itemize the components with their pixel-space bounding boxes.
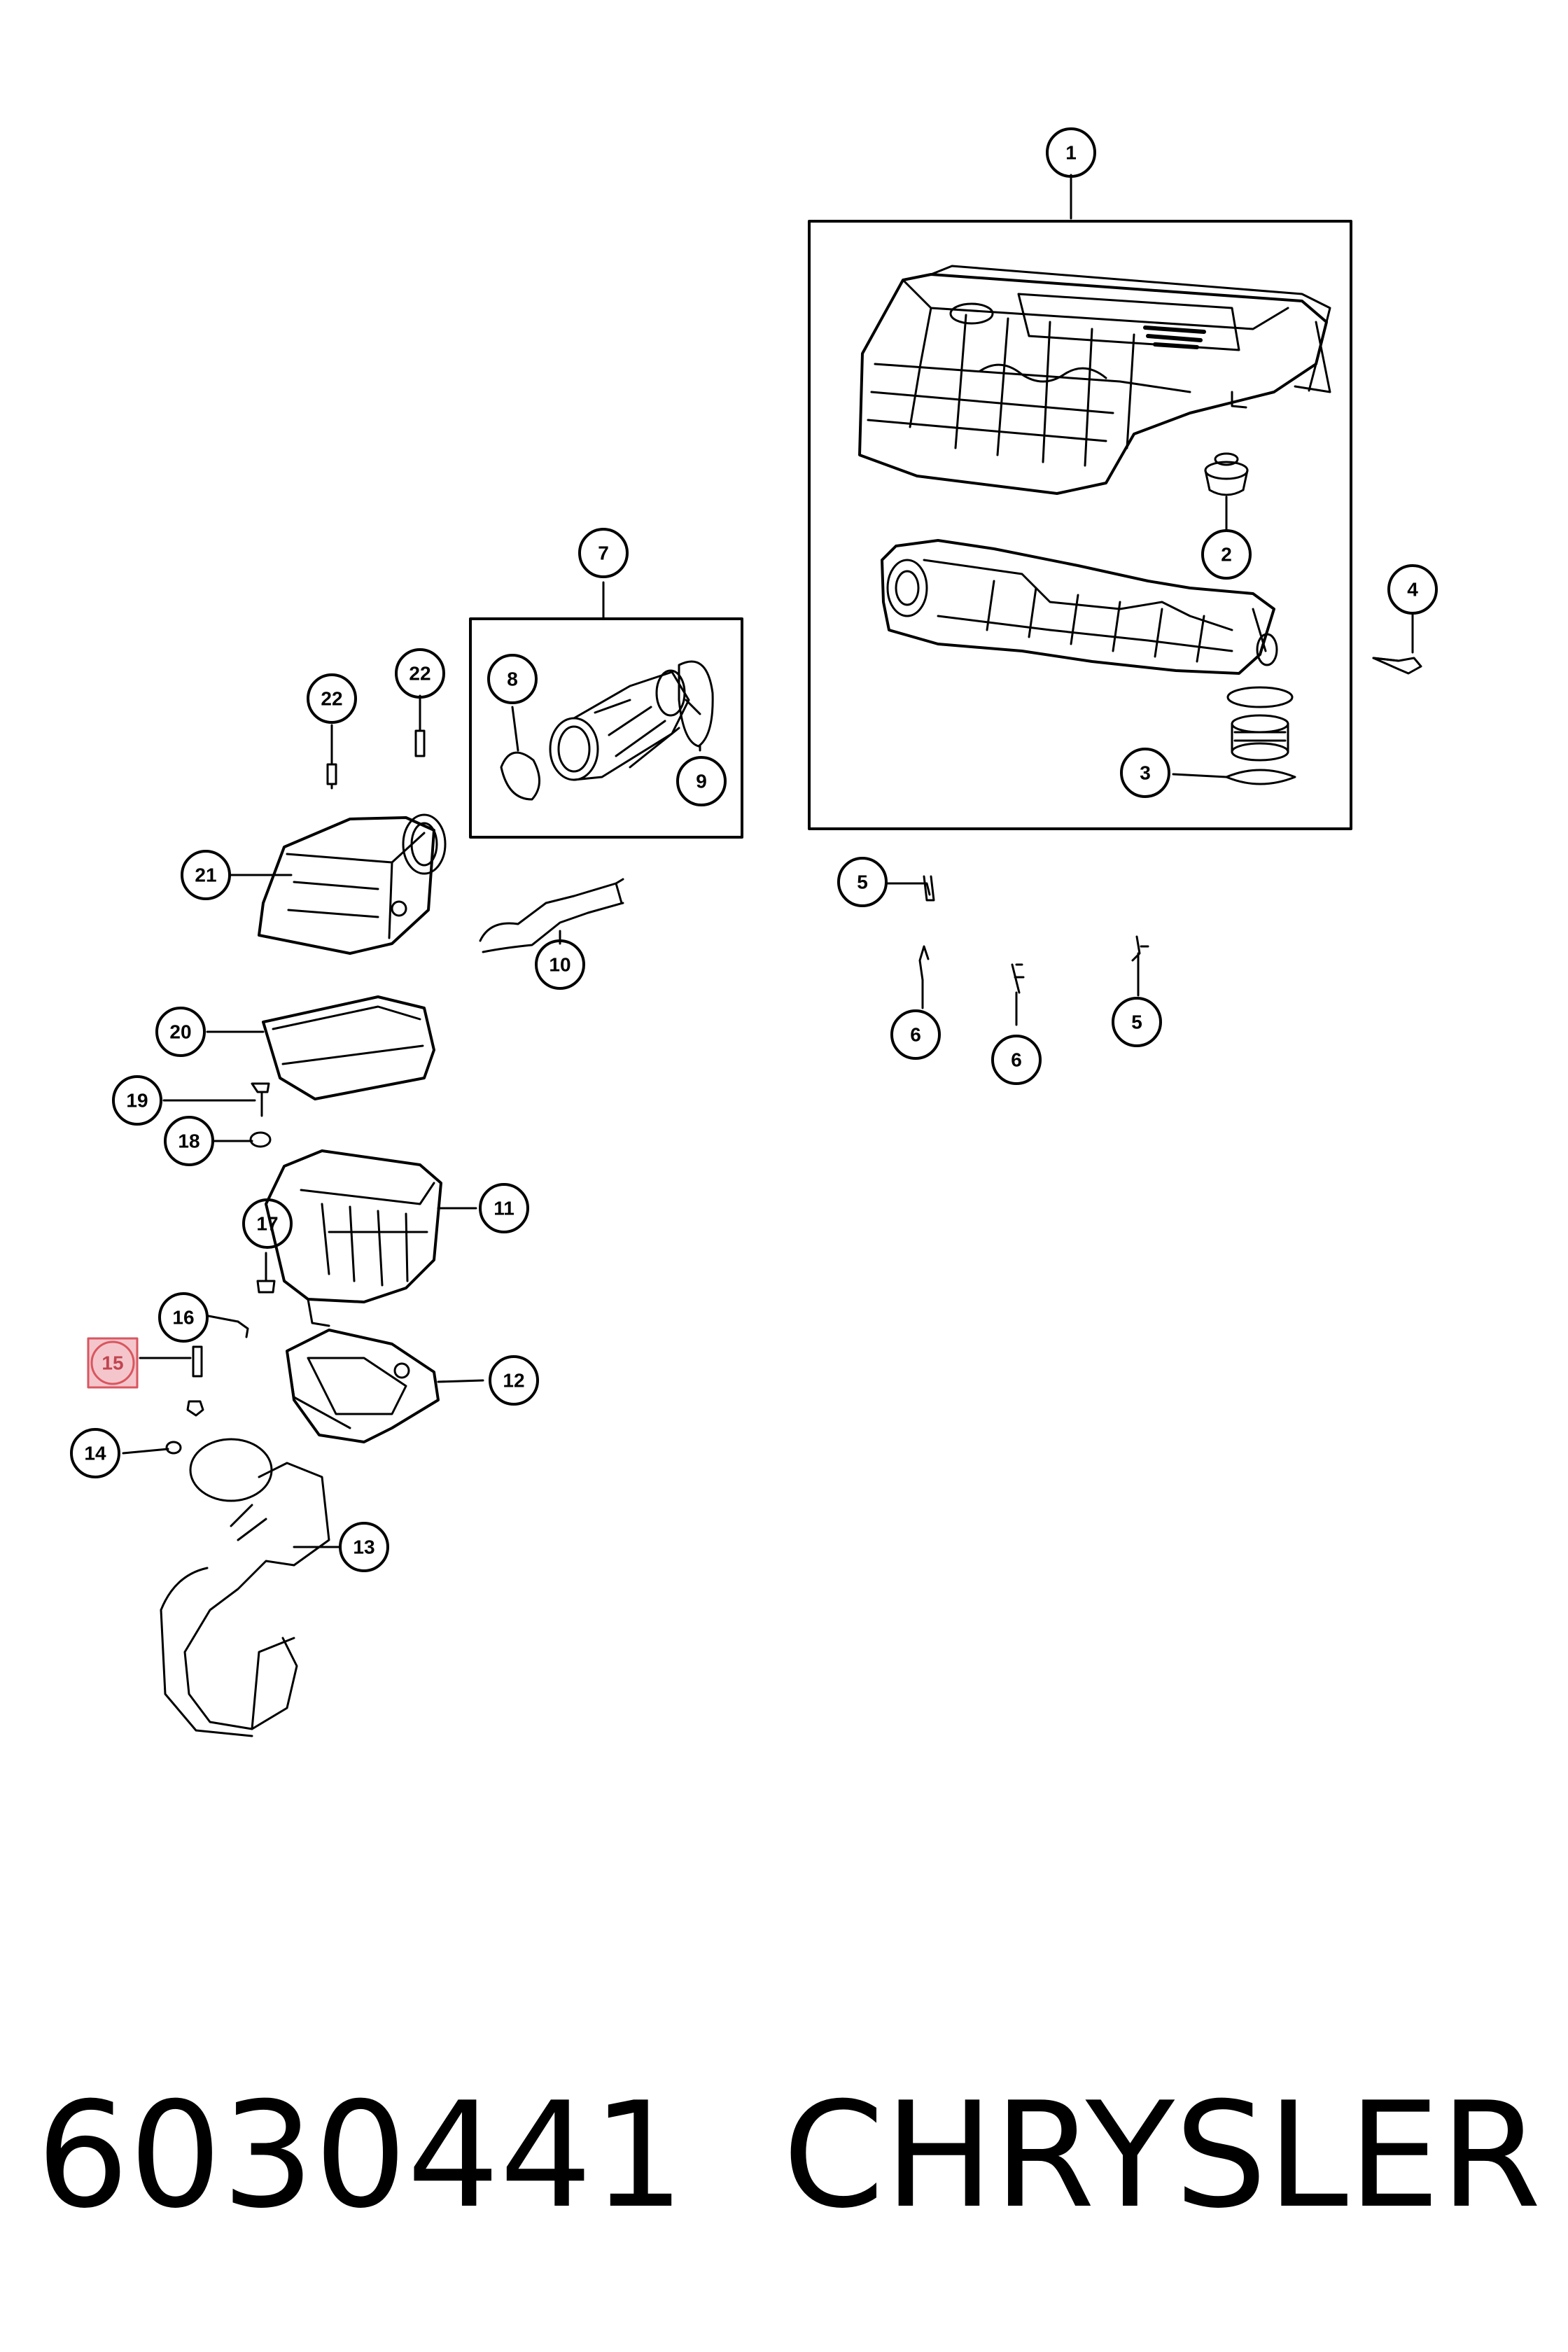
air-cleaner-cover-part	[230, 813, 447, 955]
callout-16[interactable]: 16	[172, 1307, 194, 1329]
group-box-7	[469, 617, 743, 839]
callout-11[interactable]: 11	[493, 1198, 514, 1219]
stud-15-part	[139, 1345, 203, 1378]
callout-22a[interactable]: 22	[321, 688, 342, 710]
sensor-part	[1372, 612, 1422, 675]
callout-15-circle	[90, 1340, 135, 1385]
screw-parts	[886, 875, 1149, 1026]
callout-1[interactable]: 1	[1065, 142, 1077, 164]
callout-2[interactable]: 2	[1221, 544, 1232, 566]
callout-17[interactable]: 17	[256, 1213, 278, 1235]
grommet-18-part	[211, 1131, 272, 1148]
hose-ring-part	[1172, 686, 1296, 785]
callout-9[interactable]: 9	[696, 771, 707, 792]
bracket-part	[286, 1329, 484, 1443]
callout-10[interactable]: 10	[549, 954, 570, 976]
part-number: 6030441	[36, 2071, 685, 2241]
air-tray-part	[881, 539, 1278, 675]
air-hose-part	[549, 669, 701, 781]
callout-22b[interactable]: 22	[409, 663, 430, 685]
callout-6b[interactable]: 6	[1011, 1049, 1022, 1071]
group-box-1	[808, 220, 1352, 830]
air-cleaner-housing-part	[265, 1149, 477, 1327]
nut-part	[186, 1400, 204, 1417]
callout-21[interactable]: 21	[195, 864, 216, 886]
callout-15[interactable]: 15	[102, 1352, 123, 1374]
breather-hose-part	[479, 878, 624, 953]
engine-cover-part	[858, 265, 1331, 495]
callout-6a[interactable]: 6	[910, 1024, 921, 1046]
brand-name: CHRYSLER	[783, 2071, 1541, 2241]
clamp-8-part	[500, 706, 540, 801]
grommet-part	[1204, 452, 1249, 531]
callout-circles	[70, 127, 1438, 1572]
callout-20[interactable]: 20	[169, 1021, 191, 1043]
bolt-19-part	[162, 1082, 270, 1117]
callout-18[interactable]: 18	[178, 1130, 200, 1152]
callout-19[interactable]: 19	[126, 1090, 148, 1112]
callout-14[interactable]: 14	[84, 1443, 106, 1464]
intake-duct-part	[160, 1438, 342, 1737]
bolt-16-part	[207, 1315, 249, 1338]
callout-4[interactable]: 4	[1407, 579, 1418, 601]
callout-3[interactable]: 3	[1140, 762, 1151, 784]
callout-12[interactable]: 12	[503, 1370, 524, 1392]
callout-5b[interactable]: 5	[1131, 1011, 1142, 1033]
callout-8[interactable]: 8	[507, 668, 518, 690]
grommet-17-part	[256, 1252, 276, 1294]
clamp-9-part	[678, 660, 714, 752]
screw-22-parts	[326, 694, 426, 790]
callout-13[interactable]: 13	[353, 1536, 374, 1558]
callout-5a[interactable]: 5	[857, 872, 868, 893]
callout-7[interactable]: 7	[598, 542, 609, 564]
air-filter-part	[206, 995, 435, 1100]
nut-14-part	[122, 1441, 182, 1455]
